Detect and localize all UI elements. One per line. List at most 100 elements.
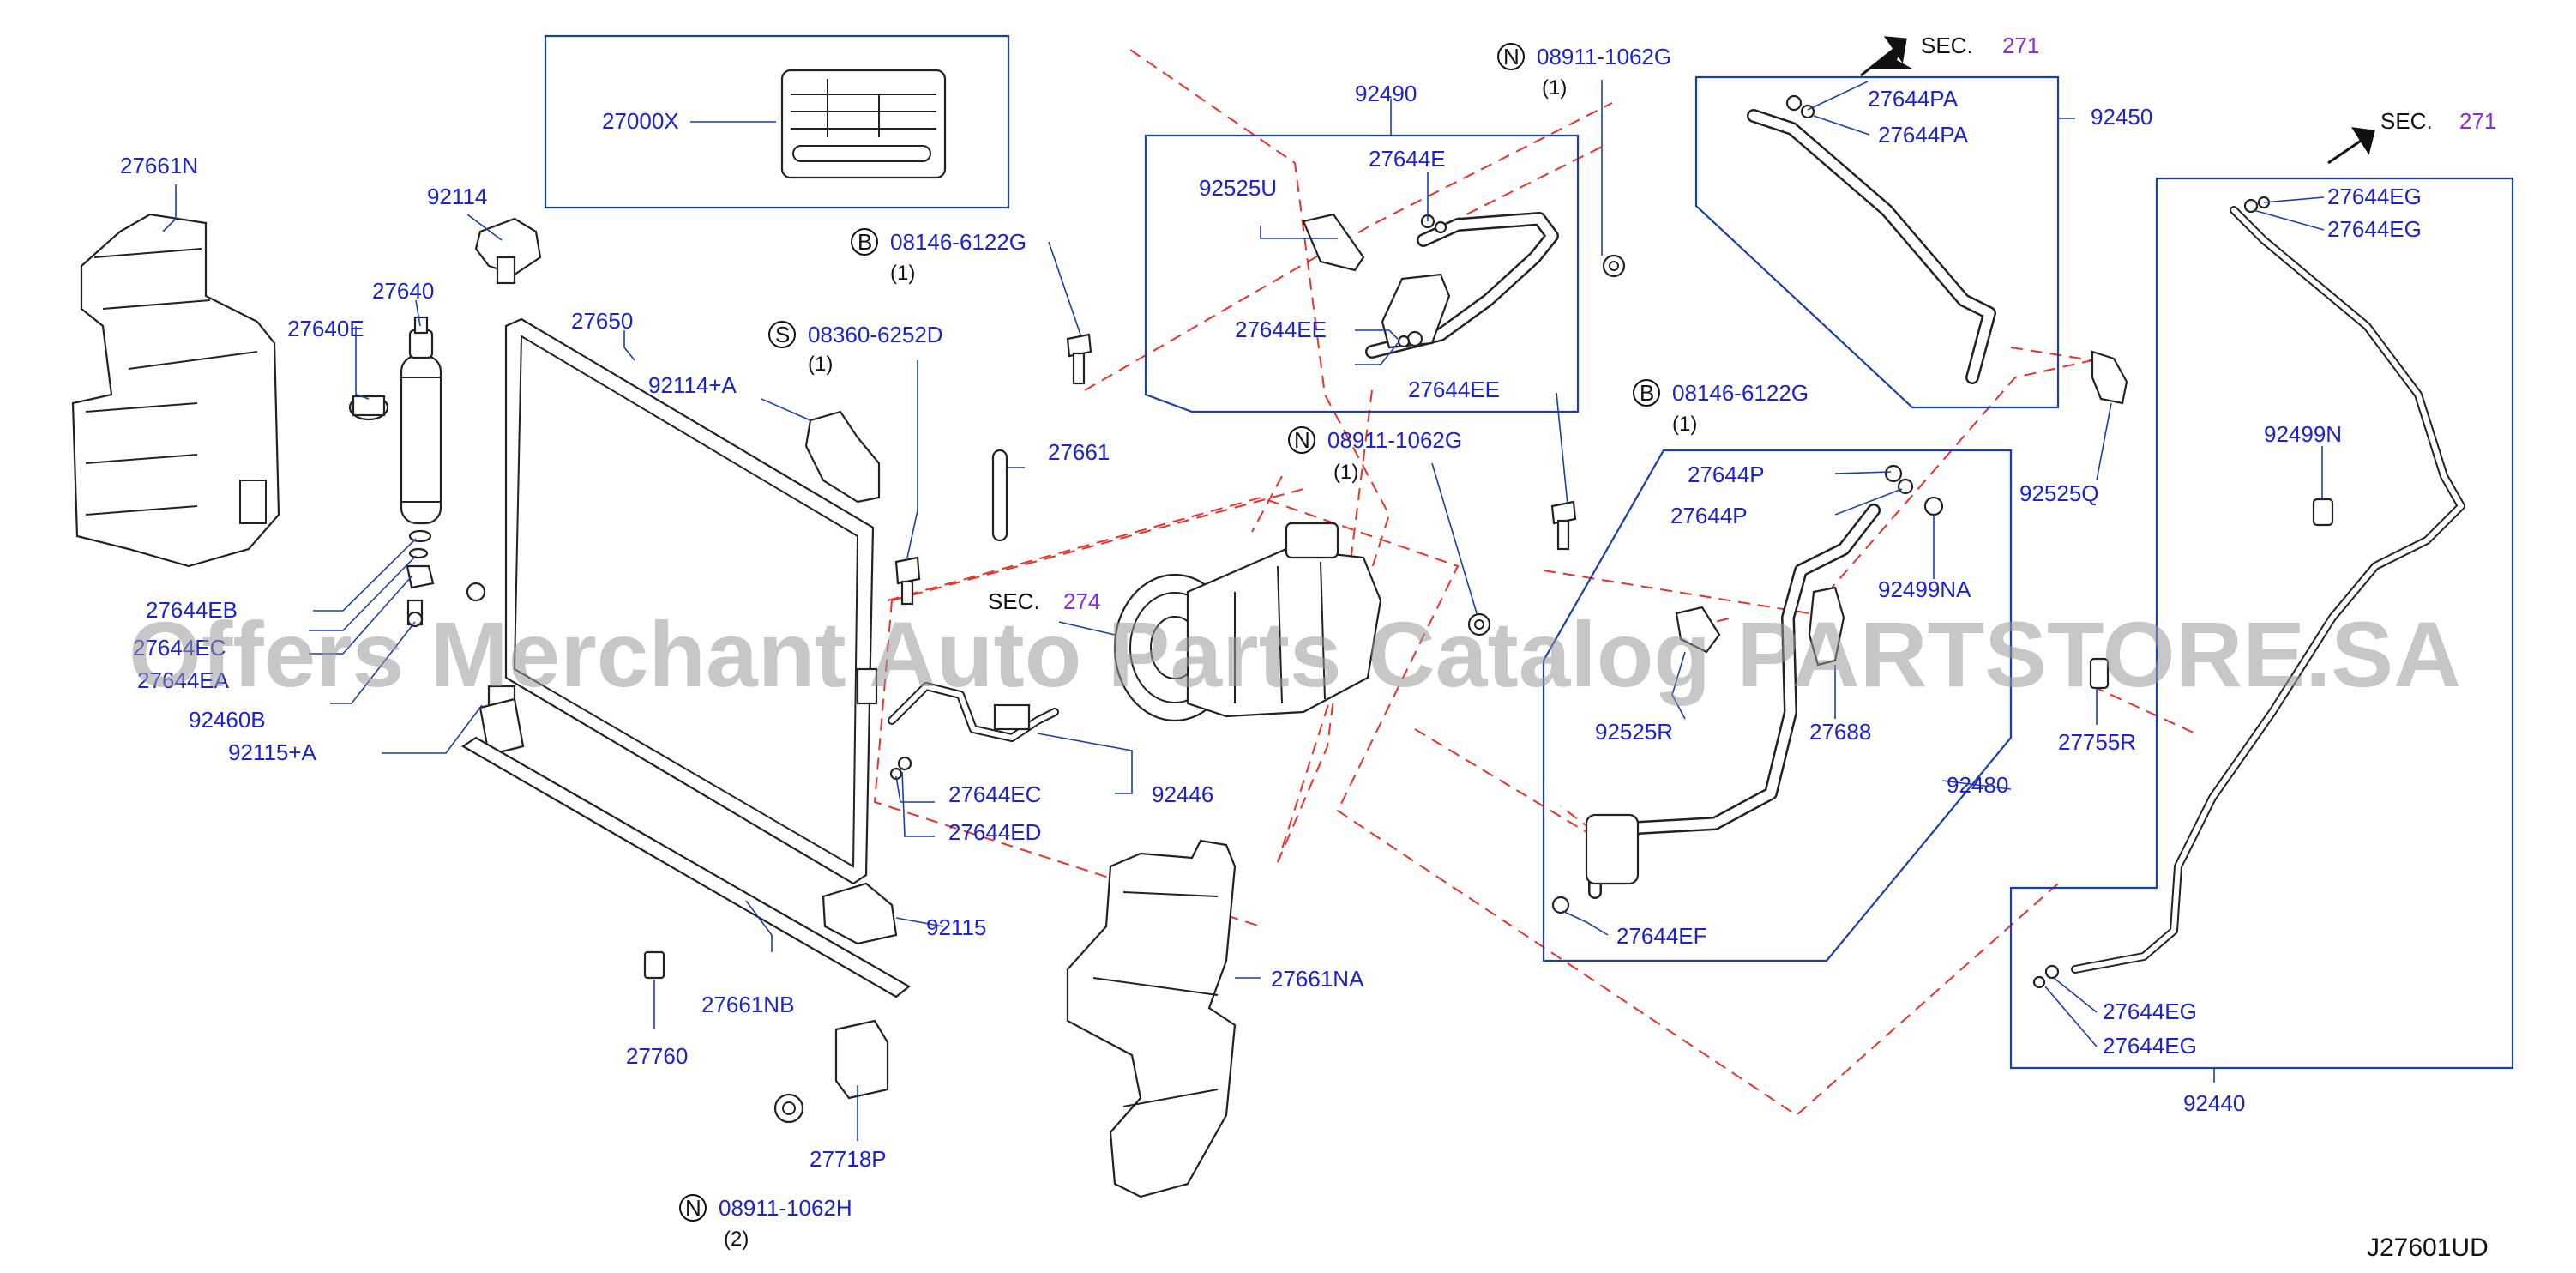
- hose-92440: [2032, 196, 2465, 989]
- fastener-part-s1: 08360-6252D: [808, 322, 943, 347]
- hose-92450: [1747, 94, 1996, 384]
- sec-274-number: 274: [1063, 588, 1100, 614]
- label-27644ec-left: 27644EC: [133, 635, 226, 661]
- label-27644eg-1: 27644EG: [2327, 184, 2422, 209]
- part-27760: [643, 950, 665, 980]
- fastener-part-n1: 08911-1062G: [1537, 44, 1671, 69]
- bolt-08146-1: [1066, 333, 1092, 385]
- fastener-qty-n2: (1): [1333, 461, 1358, 484]
- nut-08911g-2: [1467, 612, 1491, 636]
- fastener-symbol-s1: [768, 321, 796, 348]
- sec-arrows: [1860, 36, 2375, 165]
- fastener-symbol-s1-letter: S: [775, 322, 790, 347]
- fastener-symbol-b2: [1633, 379, 1660, 407]
- label-27644pa-1: 27644PA: [1868, 86, 1959, 112]
- label-27661: 27661: [1048, 439, 1110, 465]
- label-27644eg-2: 27644EG: [2327, 216, 2422, 242]
- fastener-symbol-b1: [851, 228, 878, 256]
- bracket-92115: [822, 882, 898, 945]
- label-92499na: 92499NA: [1878, 576, 1971, 602]
- label-27718p: 27718P: [810, 1146, 887, 1172]
- nut-08911g-1: [1602, 254, 1626, 278]
- fastener-qty-n3: (2): [724, 1228, 749, 1251]
- sec-274-prefix: SEC.: [988, 588, 1040, 614]
- air-guide-27661na: [1066, 839, 1237, 1198]
- seal-27661nb: [460, 736, 911, 998]
- label-92446: 92446: [1152, 781, 1213, 807]
- fastener-symbol-n1-letter: N: [1503, 44, 1520, 69]
- hose-92490: [1302, 212, 1559, 359]
- sensor-27755r: [2089, 657, 2110, 690]
- fastener-part-n3: 08911-1062H: [719, 1195, 852, 1221]
- part-labels: 27000X 27661N 92114 27640 27640E 27650 9…: [120, 81, 2422, 1172]
- fastener-symbol-n3-letter: N: [685, 1195, 701, 1221]
- label-27650: 27650: [571, 308, 633, 334]
- label-27644ec: 27644EC: [948, 781, 1041, 807]
- label-27661na: 27661NA: [1271, 966, 1364, 992]
- sec-271a-number: 271: [2002, 33, 2039, 58]
- section-references: SEC. 274 SEC. 271 SEC. 271: [988, 33, 2496, 614]
- label-92480: 92480: [1947, 772, 2008, 798]
- fastener-part-b1: 08146-6122G: [890, 229, 1026, 255]
- fastener-symbol-b1-letter: B: [858, 229, 872, 255]
- label-27644p-2: 27644P: [1670, 503, 1748, 528]
- label-92115a: 92115+A: [228, 739, 317, 765]
- bracket-92114a: [804, 410, 881, 504]
- label-92499n: 92499N: [2264, 421, 2342, 447]
- label-27644eg-3: 27644EG: [2103, 998, 2197, 1024]
- clip-92525q: [2091, 350, 2128, 405]
- label-27661nb: 27661NB: [701, 992, 794, 1017]
- label-27644ef: 27644EF: [1616, 923, 1707, 949]
- label-27644eb: 27644EB: [146, 597, 238, 623]
- label-27644ea-left: 27644EA: [137, 667, 230, 693]
- receiver-drier-27640: [400, 316, 442, 525]
- fastener-qty-b1: (1): [890, 262, 915, 285]
- label-92525r: 92525R: [1595, 719, 1673, 745]
- label-27644ed: 27644ED: [948, 819, 1041, 845]
- label-27661n: 27661N: [120, 153, 198, 178]
- label-92450: 92450: [2091, 104, 2152, 130]
- fastener-callouts: B 08146-6122G (1) S 08360-6252D (1) N 08…: [679, 43, 1809, 1251]
- sec-271b-number: 271: [2459, 108, 2496, 134]
- label-27644e: 27644E: [1369, 146, 1446, 172]
- label-27640: 27640: [372, 278, 434, 304]
- diagram-code: J27601UD: [2367, 1234, 2489, 1262]
- label-92114a: 92114+A: [648, 372, 737, 398]
- label-92440: 92440: [2183, 1090, 2245, 1116]
- fastener-symbol-n1: [1497, 43, 1525, 70]
- fastener-qty-b2: (1): [1672, 413, 1697, 436]
- air-guide-27661n: [71, 213, 280, 568]
- label-27644ee-2: 27644EE: [1408, 377, 1500, 402]
- label-92115: 92115: [926, 914, 986, 940]
- fastener-symbol-n3: [679, 1194, 707, 1222]
- fastener-symbol-b2-letter: B: [1640, 380, 1654, 406]
- label-27755r: 27755R: [2058, 729, 2136, 755]
- label-27688: 27688: [1809, 719, 1871, 745]
- label-27640e: 27640E: [287, 316, 364, 341]
- nut-08911h: [773, 1093, 804, 1124]
- bracket-27718p: [834, 1019, 889, 1100]
- label-92114: 92114: [427, 184, 487, 209]
- assembly-frames: [544, 34, 2514, 1070]
- hose-92480: [1551, 464, 1944, 914]
- sec-271a-prefix: SEC.: [1921, 33, 1973, 58]
- hose-92446: [888, 682, 1059, 781]
- fastener-qty-s1: (1): [808, 353, 833, 376]
- label-92460b: 92460B: [189, 707, 266, 733]
- clamp-27640e: [348, 394, 389, 421]
- bolt-08146-2: [1550, 500, 1577, 551]
- fastener-qty-n1: (1): [1542, 76, 1567, 100]
- label-27760: 27760: [626, 1043, 688, 1069]
- sec-271b-prefix: SEC.: [2380, 108, 2433, 134]
- label-decal-27000x: [780, 69, 947, 179]
- label-27644ee-1: 27644EE: [1235, 317, 1327, 342]
- label-27000x: 27000X: [602, 108, 679, 134]
- clip-92525r: [1675, 606, 1721, 654]
- compressor: [1113, 522, 1382, 722]
- fastener-part-n2: 08911-1062G: [1327, 427, 1462, 453]
- label-27644eg-4: 27644EG: [2103, 1033, 2197, 1059]
- fastener-symbol-n2: [1288, 426, 1315, 454]
- watermark: Offers Merchant Auto Parts Catalog PARTS…: [129, 602, 2461, 706]
- dashed-guide-lines: [873, 49, 2196, 1117]
